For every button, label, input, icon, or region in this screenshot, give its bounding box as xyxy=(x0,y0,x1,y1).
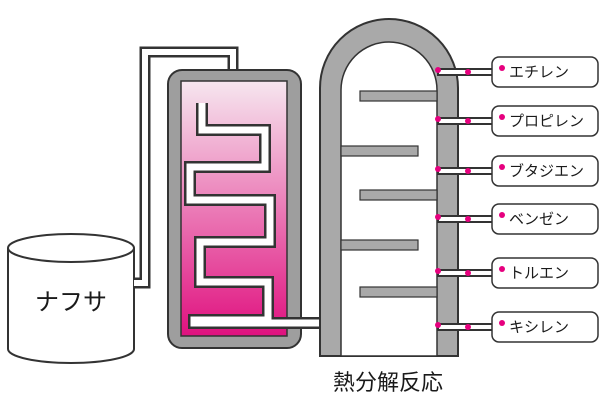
outlet-dot xyxy=(435,67,441,73)
product-box xyxy=(491,203,599,235)
product-label: キシレン xyxy=(509,318,569,336)
cracking-furnace xyxy=(167,69,302,349)
tray xyxy=(340,145,419,157)
outlet-dot xyxy=(435,214,441,220)
product-label: ベンゼン xyxy=(509,210,569,228)
pipe-dot xyxy=(465,118,471,124)
distillation-tower xyxy=(319,18,459,357)
product-box xyxy=(491,257,599,289)
product-item: ベンゼン xyxy=(435,203,599,235)
product-box xyxy=(491,105,599,137)
label-dot xyxy=(499,212,505,218)
product-box xyxy=(491,311,599,343)
pipe-dot xyxy=(465,270,471,276)
outlet-dot xyxy=(435,116,441,122)
pipe-dot xyxy=(465,168,471,174)
reaction-caption: 熱分解反応 xyxy=(333,371,443,396)
outlet-dot xyxy=(435,166,441,172)
outlet-dot xyxy=(435,268,441,274)
product-label: トルエン xyxy=(509,264,569,282)
pipe-dot xyxy=(465,216,471,222)
product-box xyxy=(491,56,599,88)
label-dot xyxy=(499,320,505,326)
pipe-dot xyxy=(465,69,471,75)
product-item: ブタジエン xyxy=(435,155,599,187)
product-item: エチレン xyxy=(435,56,599,88)
label-dot xyxy=(499,164,505,170)
label-dot xyxy=(499,65,505,71)
label-dot xyxy=(499,266,505,272)
product-item: プロピレン xyxy=(435,105,599,137)
tray xyxy=(359,189,438,201)
product-box xyxy=(491,155,599,187)
product-item: トルエン xyxy=(435,257,599,289)
label-dot xyxy=(499,114,505,120)
product-label: プロピレン xyxy=(509,112,584,130)
product-label: エチレン xyxy=(509,63,569,81)
product-label: ブタジエン xyxy=(509,162,584,180)
outlet-dot xyxy=(435,322,441,328)
tank-label: ナフサ xyxy=(35,288,107,316)
pipe-dot xyxy=(465,324,471,330)
tray xyxy=(359,90,438,102)
product-item: キシレン xyxy=(435,311,599,343)
tray xyxy=(340,239,419,251)
naphtha-tank: ナフサ xyxy=(7,233,135,364)
tray xyxy=(359,286,438,298)
